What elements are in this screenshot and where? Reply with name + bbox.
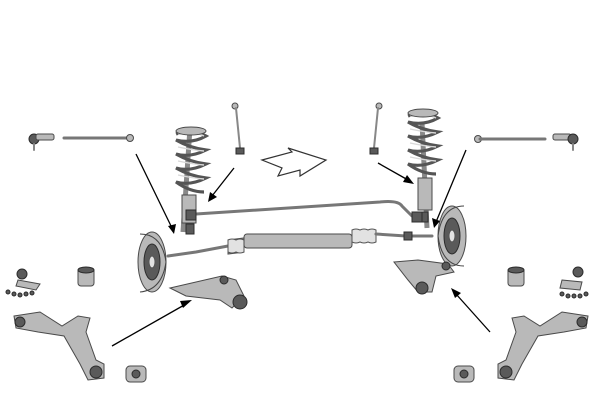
pointer-arrow-link-left — [208, 167, 235, 202]
spring-strut-right — [407, 108, 444, 229]
bushing-bottom-left — [125, 365, 147, 383]
lower-control-arm-right — [393, 259, 455, 295]
pointer-arrow-strut-right — [432, 149, 467, 228]
bushing-left — [77, 266, 95, 287]
tie-rod-left — [62, 134, 134, 142]
tie-rod-end-left — [28, 133, 55, 151]
brake-disc-left — [137, 231, 167, 293]
rack-boot-left — [227, 238, 245, 254]
stabilizer-link-right — [369, 102, 383, 155]
fastener-set-left — [5, 289, 35, 298]
steering-rack — [166, 228, 434, 258]
brake-disc-right — [437, 205, 467, 267]
pointer-arrow-arm-left — [111, 300, 192, 347]
pointer-arrow-strut-left — [135, 153, 176, 234]
anti-roll-bar — [185, 200, 423, 223]
pointer-arrow-arm-right — [451, 288, 491, 333]
fastener-set-right — [559, 291, 589, 299]
lower-control-arm-left — [168, 275, 248, 310]
ball-joint-right — [559, 266, 589, 299]
tie-rod-right — [474, 135, 547, 143]
tie-rod-end-right — [552, 133, 579, 151]
forward-arrow-icon — [260, 147, 328, 178]
ball-joint-left — [5, 268, 41, 298]
stabilizer-link-left — [231, 102, 245, 155]
bushing-bottom-right — [453, 365, 475, 383]
pointer-arrow-link-right — [377, 162, 414, 184]
control-arm-part-right — [497, 311, 589, 381]
control-arm-part-left — [13, 311, 105, 381]
bushing-right — [507, 266, 525, 287]
spring-strut-left — [175, 126, 212, 235]
